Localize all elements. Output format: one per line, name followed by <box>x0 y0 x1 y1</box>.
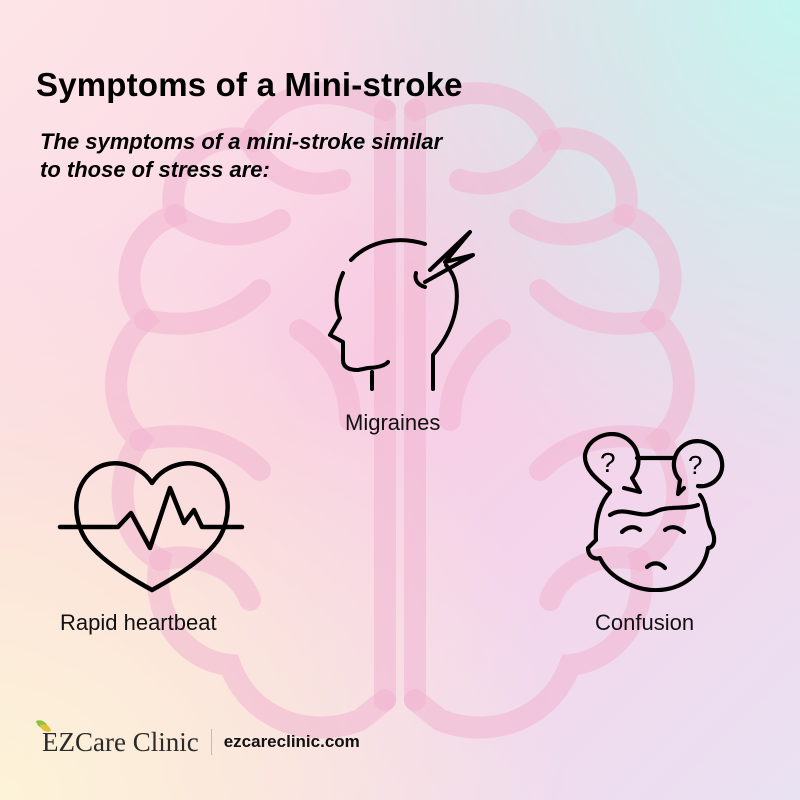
subtitle-line-1: The symptoms of a mini-stroke similar <box>40 129 443 154</box>
symptom-label-confusion: Confusion <box>595 610 695 635</box>
confused-face-icon: ? ? <box>582 432 725 592</box>
symptom-label-migraines: Migraines <box>345 410 441 435</box>
subtitle: The symptoms of a mini-stroke similar to… <box>40 128 510 184</box>
clinic-logo: EZCare Clinic <box>36 719 199 758</box>
heartbeat-icon <box>57 461 245 593</box>
svg-text:?: ? <box>600 447 616 478</box>
subtitle-line-2: to those of stress are: <box>40 157 270 182</box>
svg-text:?: ? <box>688 450 702 480</box>
website-link[interactable]: ezcareclinic.com <box>223 732 360 751</box>
footer-brand: EZCare Clinic ezcareclinic.com <box>36 719 360 762</box>
symptom-label-rapid-heartbeat: Rapid heartbeat <box>60 610 217 635</box>
head-lightning-icon <box>328 230 475 391</box>
leaf-icon <box>36 719 51 732</box>
page-title: Symptoms of a Mini-stroke <box>36 66 463 103</box>
footer-divider <box>210 729 212 755</box>
brand-name: EZCare Clinic <box>42 726 199 757</box>
